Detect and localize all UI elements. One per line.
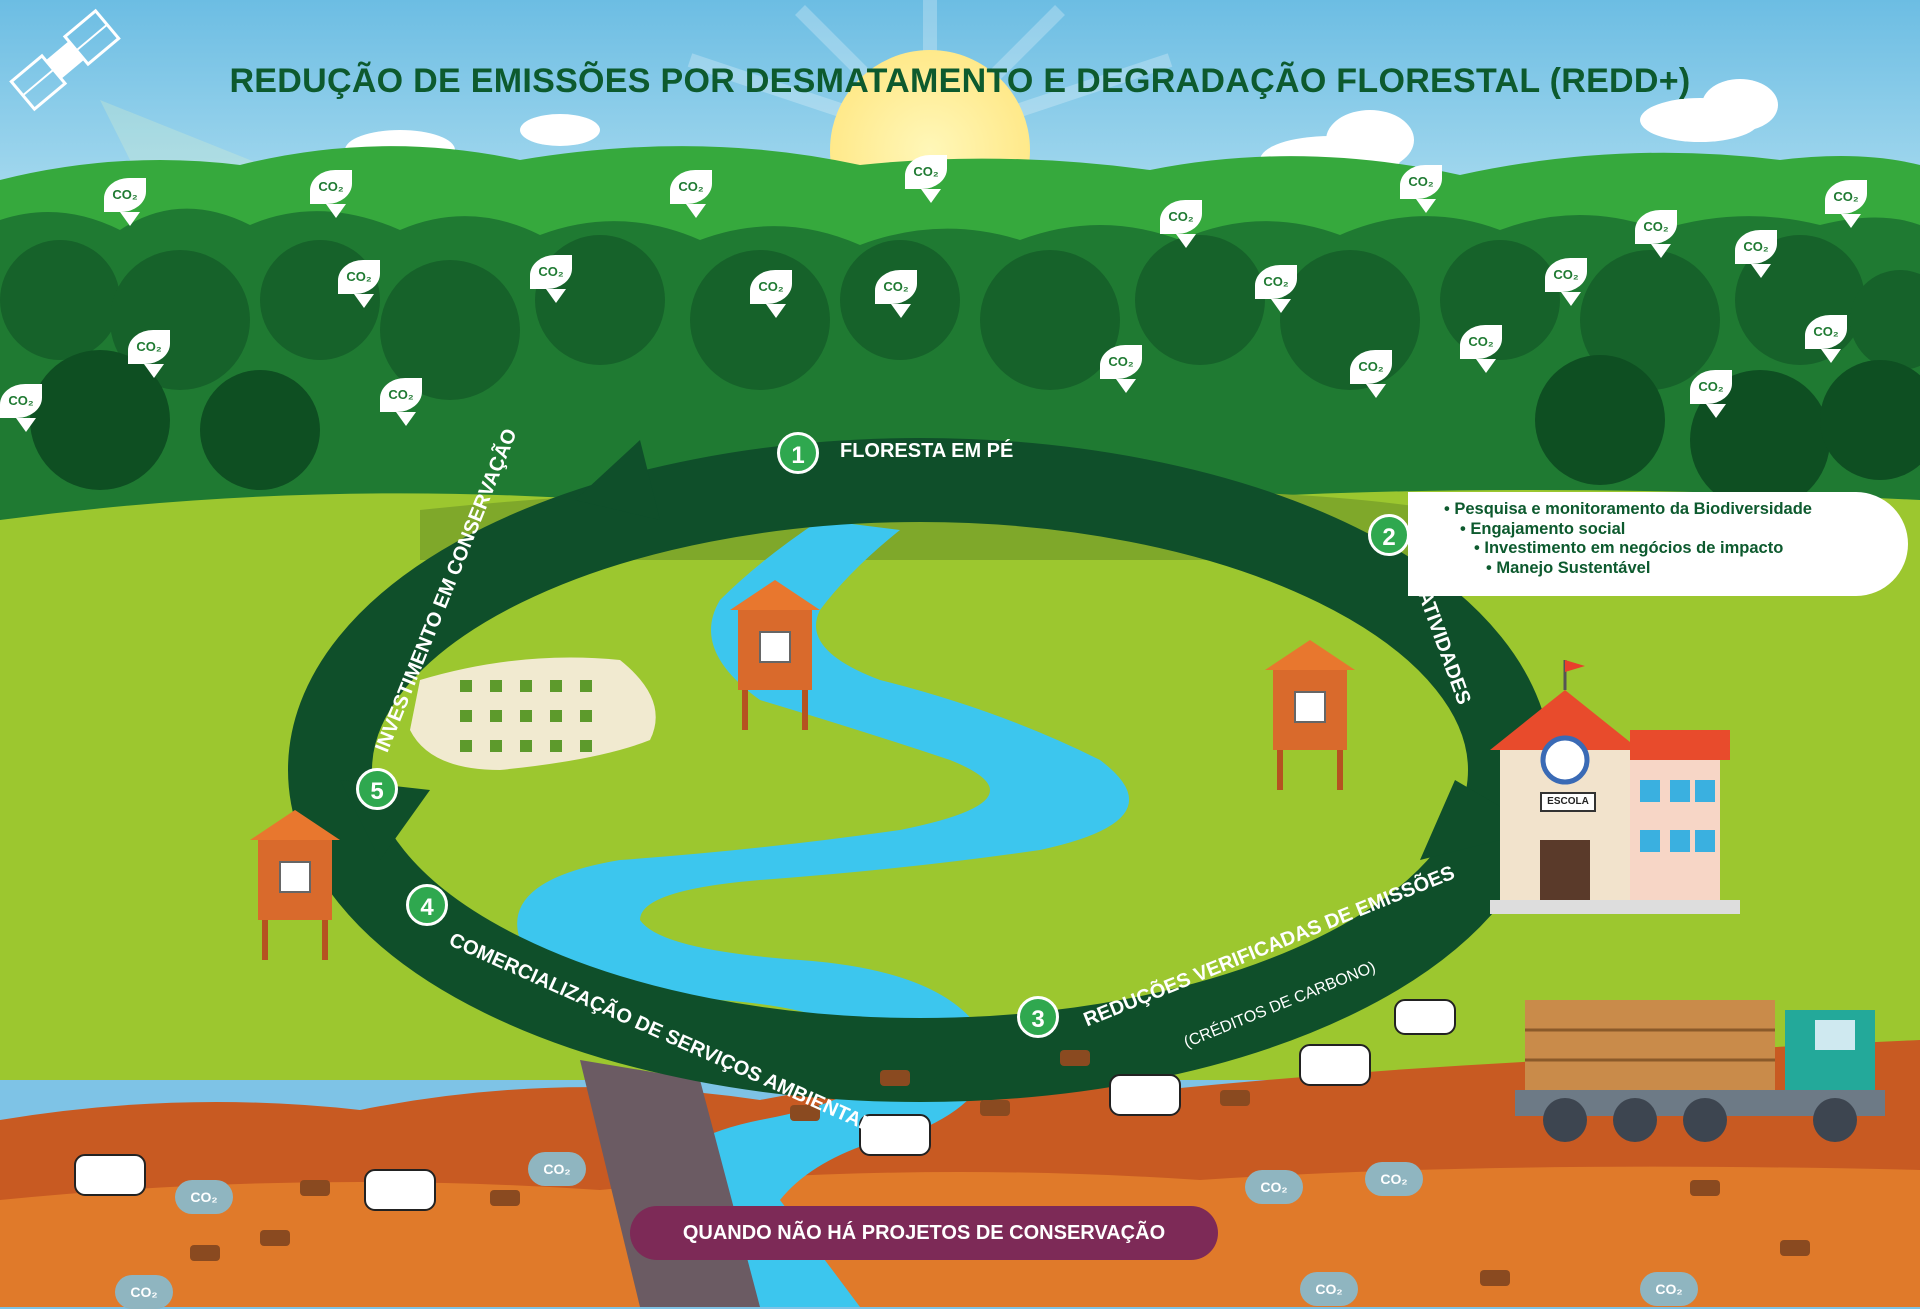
satellite-icon (9, 8, 121, 112)
forest-trees-dark (30, 350, 1920, 510)
co2-absorb-icon: CO₂ (905, 155, 947, 203)
co2-absorb-icon: CO₂ (128, 330, 170, 378)
co2-absorb-icon: CO₂ (1545, 258, 1587, 306)
co2-emission-icon: CO₂ (1365, 1162, 1423, 1196)
step-1-number: 1 (777, 432, 819, 474)
river (517, 520, 1130, 1307)
activity-item: Engajamento social (1408, 520, 1908, 540)
crops (460, 680, 592, 752)
co2-absorb-icon: CO₂ (530, 255, 572, 303)
house-center (730, 580, 820, 730)
co2-absorb-icon: CO₂ (1400, 165, 1442, 213)
activities-list: Pesquisa e monitoramento da Biodiversida… (1408, 492, 1908, 596)
co2-emission-icon: CO₂ (1245, 1170, 1303, 1204)
step-3-number: 3 (1017, 996, 1059, 1038)
co2-emission-icon: CO₂ (1640, 1272, 1698, 1306)
step-1-label: FLORESTA EM PÉ (840, 440, 1014, 462)
step-4-number: 4 (406, 884, 448, 926)
co2-absorb-icon: CO₂ (1805, 315, 1847, 363)
co2-emission-icon: CO₂ (1300, 1272, 1358, 1306)
cows (74, 999, 1456, 1211)
school-building (1490, 660, 1740, 914)
house-right (1265, 640, 1355, 790)
log-truck (1515, 1000, 1885, 1142)
co2-absorb-icon: CO₂ (104, 178, 146, 226)
page-title: REDUÇÃO DE EMISSÕES POR DESMATAMENTO E D… (229, 62, 1691, 100)
co2-absorb-icon: CO₂ (750, 270, 792, 318)
co2-emission-icon: CO₂ (175, 1180, 233, 1214)
no-conservation-banner: QUANDO NÃO HÁ PROJETOS DE CONSERVAÇÃO (630, 1206, 1218, 1260)
co2-emission-icon: CO₂ (528, 1152, 586, 1186)
activity-item: Pesquisa e monitoramento da Biodiversida… (1408, 500, 1908, 520)
co2-absorb-icon: CO₂ (1255, 265, 1297, 313)
step-5-number: 5 (356, 768, 398, 810)
forest-trees (0, 235, 1920, 400)
co2-absorb-icon: CO₂ (338, 260, 380, 308)
school-sign: ESCOLA (1540, 792, 1596, 812)
arrow-head-5 (575, 440, 660, 520)
co2-absorb-icon: CO₂ (310, 170, 352, 218)
arrow-head-2 (1420, 780, 1540, 860)
arrow-head-3 (905, 1020, 960, 1100)
step-2-number: 2 (1368, 514, 1410, 556)
co2-emission-icon: CO₂ (115, 1275, 173, 1309)
activity-item: Manejo Sustentável (1408, 559, 1908, 579)
clock-icon (1540, 735, 1590, 785)
house-left (250, 810, 340, 960)
tree-stumps (190, 1050, 1810, 1286)
activity-item: Investimento em negócios de impacto (1408, 539, 1908, 559)
flag-icon (1565, 660, 1585, 672)
